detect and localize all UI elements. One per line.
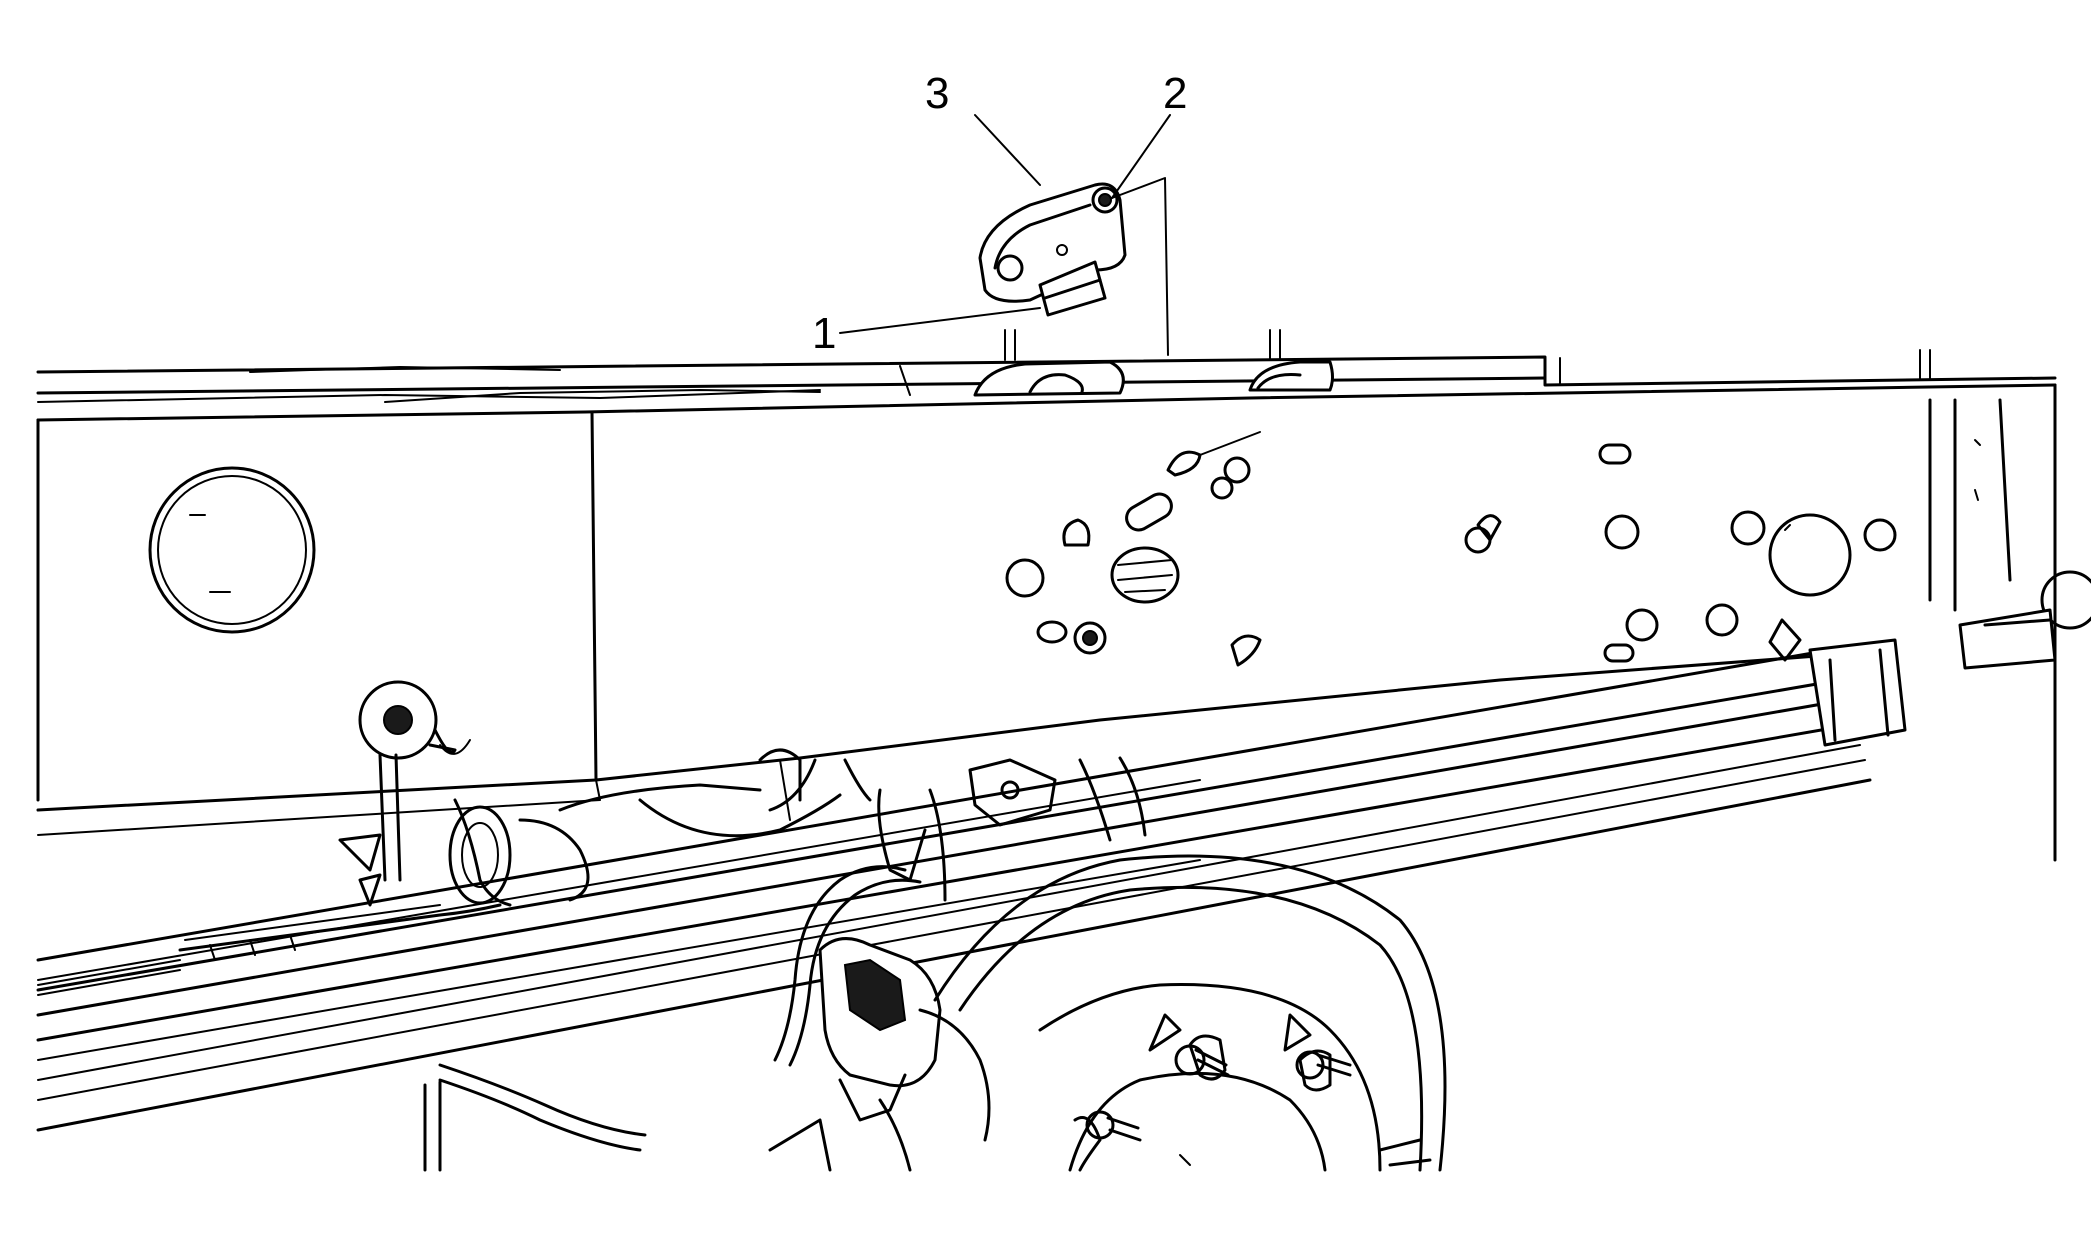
leader-lines	[839, 114, 1171, 356]
frame-access-holes	[148, 466, 2091, 634]
frame-rail-web	[36, 383, 2057, 862]
callout-labels: 1 2 3	[812, 69, 1187, 358]
axle-housing	[338, 748, 1057, 907]
callout-3-label: 3	[925, 69, 949, 118]
frame-rail-top-flange	[36, 329, 2057, 422]
callout-1-label: 1	[812, 309, 836, 358]
leaf-spring	[36, 648, 1872, 1132]
brake-caliper	[768, 937, 991, 1172]
brake-rotor-hub	[933, 854, 1447, 1172]
rail-top-brackets	[973, 360, 1334, 397]
brake-hose	[37, 865, 922, 1172]
frame-fasteners	[1005, 431, 1897, 667]
callout-2-label: 2	[1163, 69, 1187, 118]
bracket-assembly	[978, 182, 1127, 317]
rail-clip	[358, 680, 471, 882]
spring-clamps	[877, 608, 2057, 902]
